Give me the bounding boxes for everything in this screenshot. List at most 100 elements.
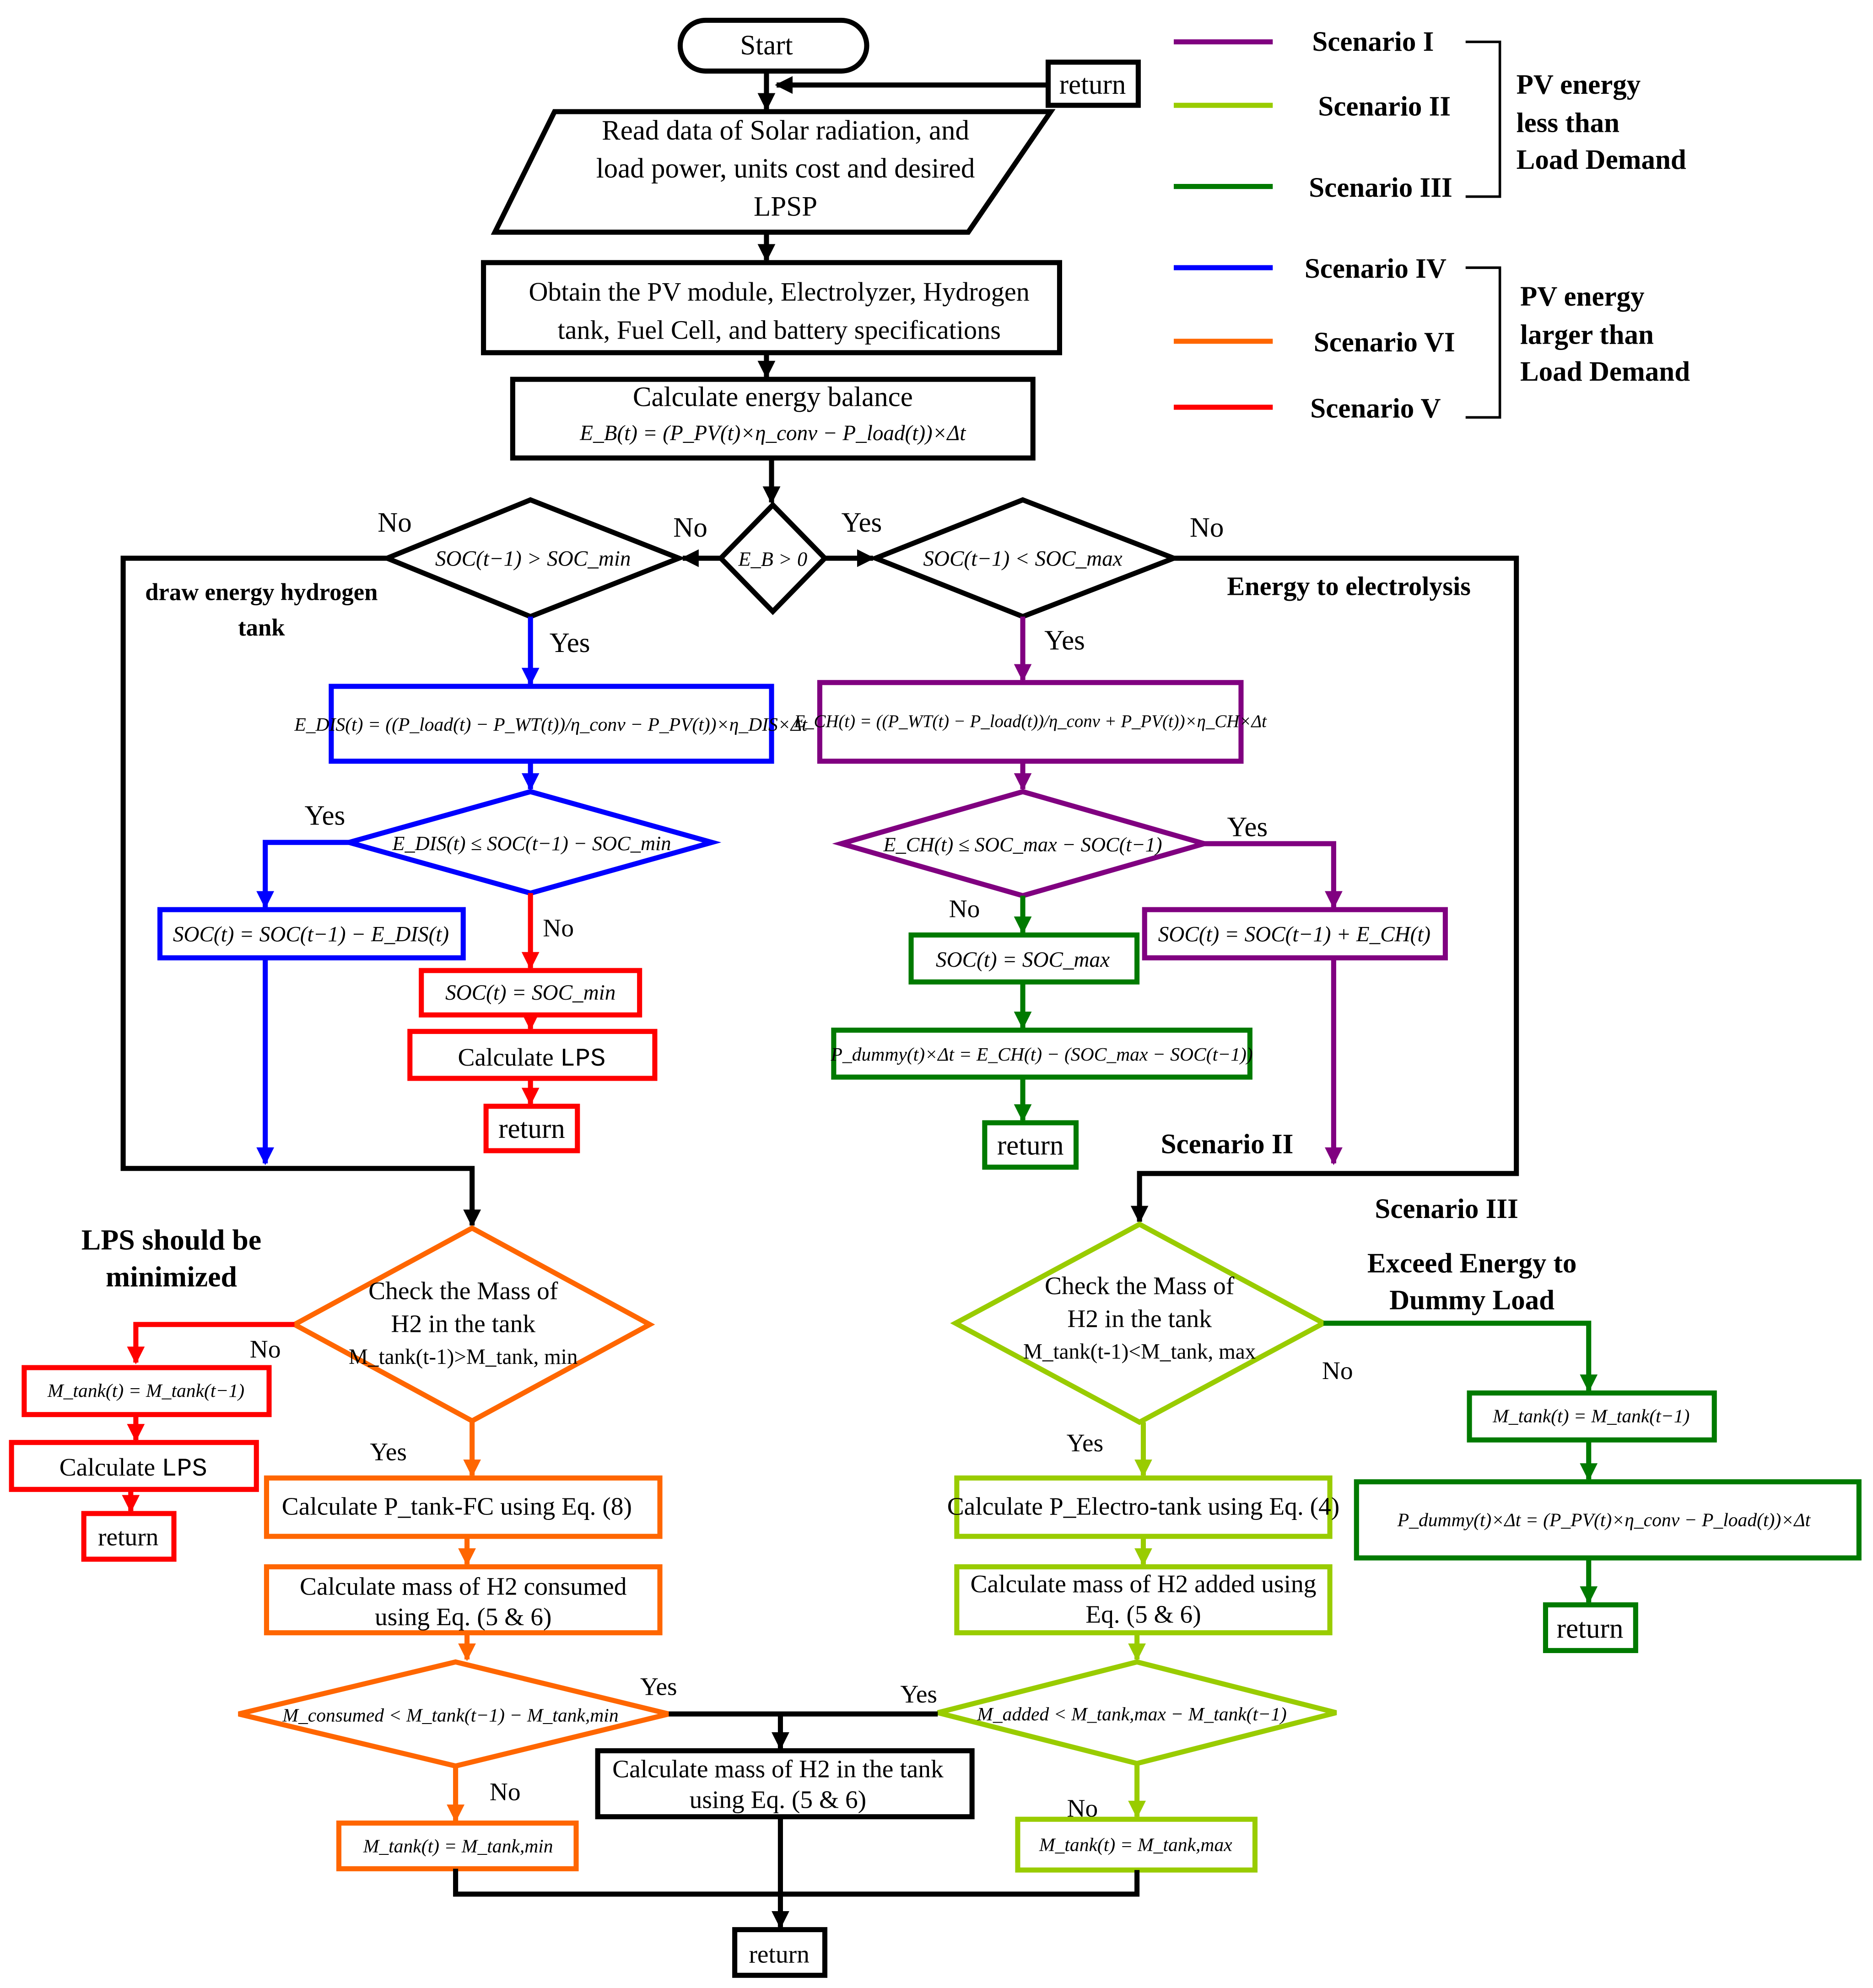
energy-balance-title: Calculate energy balance — [633, 382, 913, 412]
calc-mass-added-line1: Calculate mass of H2 added using — [971, 1570, 1317, 1598]
calc-pelectro-box — [954, 1475, 1333, 1539]
label-no-right-top: No — [1190, 512, 1224, 543]
soc-min-set: SOC(t) = SOC_min — [445, 981, 615, 1005]
calc-ptank-fc: Calculate P_tank-FC using Eq. (8) — [282, 1492, 632, 1520]
check-mass-min-line1: Check the Mass of — [368, 1277, 558, 1304]
calc-lps-left-box — [9, 1440, 259, 1492]
legend-group2-line1: PV energy — [1520, 281, 1645, 312]
calc-mass-tank-line1: Calculate mass of H2 in the tank — [612, 1755, 944, 1783]
legend-scenario-v: Scenario V — [1310, 393, 1441, 424]
check-mass-max-decision — [950, 1221, 1329, 1425]
legend-group1-line1: PV energy — [1517, 70, 1641, 100]
calc-ptank-fc-box — [264, 1475, 663, 1539]
pdummy-excess: P_dummy(t)×Δt = (P_PV(t)×η_conv − P_load… — [1397, 1509, 1811, 1531]
mtank-min-set: M_tank(t) = M_tank,min — [363, 1835, 553, 1857]
check-mass-min-line3: M_tank(t-1)>M_tank, min — [349, 1345, 578, 1369]
edge-socmin-no-to-tank — [120, 555, 481, 1228]
return-green-label: return — [997, 1130, 1064, 1161]
edis-equation: E_DIS(t) = ((P_load(t) − P_WT(t))/η_conv… — [294, 714, 808, 735]
read-data-line1: Read data of Solar radiation, and — [602, 115, 969, 146]
label-lps-minimized-line2: minimized — [106, 1261, 237, 1293]
bottom-flow: Calculate mass of H2 in the tank using E… — [453, 1711, 1140, 1978]
label-yes-added: Yes — [900, 1680, 937, 1708]
return-left-label: return — [98, 1523, 158, 1551]
obtain-line1: Obtain the PV module, Electrolyzer, Hydr… — [529, 277, 1029, 307]
legend-scenario-ii: Scenario II — [1318, 91, 1451, 122]
return-top-box — [1045, 59, 1141, 108]
label-energy-to-electrolysis: Energy to electrolysis — [1227, 571, 1470, 601]
read-data-line2: load power, units cost and desired — [596, 153, 975, 184]
label-lps-minimized-line1: LPS should be — [81, 1223, 261, 1256]
return-red-box — [483, 1104, 580, 1153]
label-yes-socmin: Yes — [550, 628, 590, 658]
edge-ech-yes — [1204, 841, 1343, 909]
pdummy-battery: P_dummy(t)×Δt = E_CH(t) − (SOC_max − SOC… — [831, 1044, 1253, 1065]
ech-decision-label: E_CH(t) ≤ SOC_max − SOC(t−1) — [883, 833, 1162, 856]
calc-lps-left-code: LPS — [162, 1455, 207, 1483]
calc-mass-added-box — [954, 1564, 1333, 1636]
edge-mass-min-no — [127, 1322, 295, 1364]
return-top-label: return — [1059, 70, 1126, 100]
legend-group2-line2: larger than — [1520, 319, 1654, 350]
check-mass-min-line2: H2 in the tank — [391, 1309, 535, 1337]
calc-lps-text: Calculate — [458, 1043, 560, 1071]
return-bottom-label: return — [749, 1940, 809, 1968]
calc-mass-consumed-line2: using Eq. (5 & 6) — [375, 1603, 552, 1631]
pdummy-excess-box — [1354, 1479, 1862, 1561]
top-flow: Start return Read data of Solar radiatio… — [120, 17, 1519, 1228]
calc-mass-tank-box — [595, 1748, 975, 1820]
battery-discharge-branch: Yes E_DIS(t) = ((P_load(t) − P_WT(t))/η_… — [157, 616, 808, 1165]
mtank-same-left: M_tank(t) = M_tank(t−1) — [47, 1380, 244, 1401]
energy-balance-equation: E_B(t) = (P_PV(t)×η_conv − P_load(t))×Δt — [579, 421, 966, 445]
obtain-box — [481, 260, 1063, 356]
mtank-same-left-box — [22, 1365, 272, 1417]
start-label: Start — [740, 30, 793, 61]
label-no-left-top: No — [378, 507, 412, 538]
return-red-label: return — [498, 1114, 565, 1144]
return-dummy-box — [1543, 1602, 1638, 1653]
label-exceed-energy-line2: Dummy Load — [1389, 1285, 1555, 1316]
return-green-box — [982, 1120, 1079, 1170]
legend-scenario-vi: Scenario VI — [1314, 327, 1455, 358]
calc-lps-left-label: Calculate LPS — [59, 1453, 207, 1483]
hydrogen-charge-branch: Check the Mass of H2 in the tank M_tank(… — [900, 1221, 1862, 1873]
read-data-line3: LPSP — [754, 191, 817, 222]
legend-group1-line2: less than — [1517, 108, 1619, 138]
calc-mass-consumed-box — [264, 1564, 663, 1636]
label-exceed-energy-line1: Exceed Energy to — [1367, 1248, 1576, 1279]
mtank-max-set-box — [1015, 1816, 1258, 1873]
soc-discharge-update-box — [157, 907, 466, 961]
start-terminal — [677, 17, 869, 74]
calc-mass-consumed-line1: Calculate mass of H2 consumed — [300, 1572, 627, 1600]
return-left-box — [81, 1511, 177, 1562]
energy-balance-box — [510, 377, 1036, 461]
label-yes-edis: Yes — [305, 800, 345, 831]
calc-mass-added-line2: Eq. (5 & 6) — [1085, 1600, 1201, 1628]
legend-bracket-2 — [1465, 266, 1501, 419]
edis-equation-box — [329, 684, 774, 764]
hydrogen-discharge-branch: Check the Mass of H2 in the tank M_tank(… — [9, 1223, 677, 1871]
label-yes-socmax: Yes — [1044, 625, 1085, 656]
legend-bracket-1 — [1465, 40, 1501, 198]
label-no-edis: No — [543, 914, 574, 942]
soc-discharge-update: SOC(t) = SOC(t−1) − E_DIS(t) — [173, 922, 449, 946]
label-no-mass-max: No — [1322, 1357, 1353, 1385]
label-yes-eb: Yes — [842, 507, 882, 538]
check-mass-max-line2: H2 in the tank — [1067, 1304, 1212, 1332]
added-decision-label: M_added < M_tank,max − M_tank(t−1) — [977, 1703, 1287, 1725]
obtain-line2: tank, Fuel Cell, and battery specificati… — [557, 315, 1000, 345]
calc-lps-label: Calculate LPS — [458, 1043, 605, 1073]
label-scenario-ii: Scenario II — [1161, 1129, 1294, 1159]
legend-scenario-iv: Scenario IV — [1305, 253, 1447, 284]
soc-min-set-box — [419, 968, 642, 1018]
edis-decision-label: E_DIS(t) ≤ SOC(t−1) − SOC_min — [392, 832, 671, 855]
soc-max-decision-label: SOC(t−1) < SOC_max — [923, 547, 1122, 571]
label-scenario-iii: Scenario III — [1375, 1194, 1518, 1224]
return-bottom-box — [732, 1927, 828, 1978]
legend-scenario-i: Scenario I — [1312, 27, 1434, 57]
mtank-max-set: M_tank(t) = M_tank,max — [1039, 1834, 1232, 1856]
label-yes-consumed: Yes — [640, 1672, 677, 1700]
eb-decision-label: E_B > 0 — [738, 548, 807, 571]
ech-equation-box — [817, 680, 1244, 764]
edge-mass-max-no — [1323, 1320, 1598, 1392]
